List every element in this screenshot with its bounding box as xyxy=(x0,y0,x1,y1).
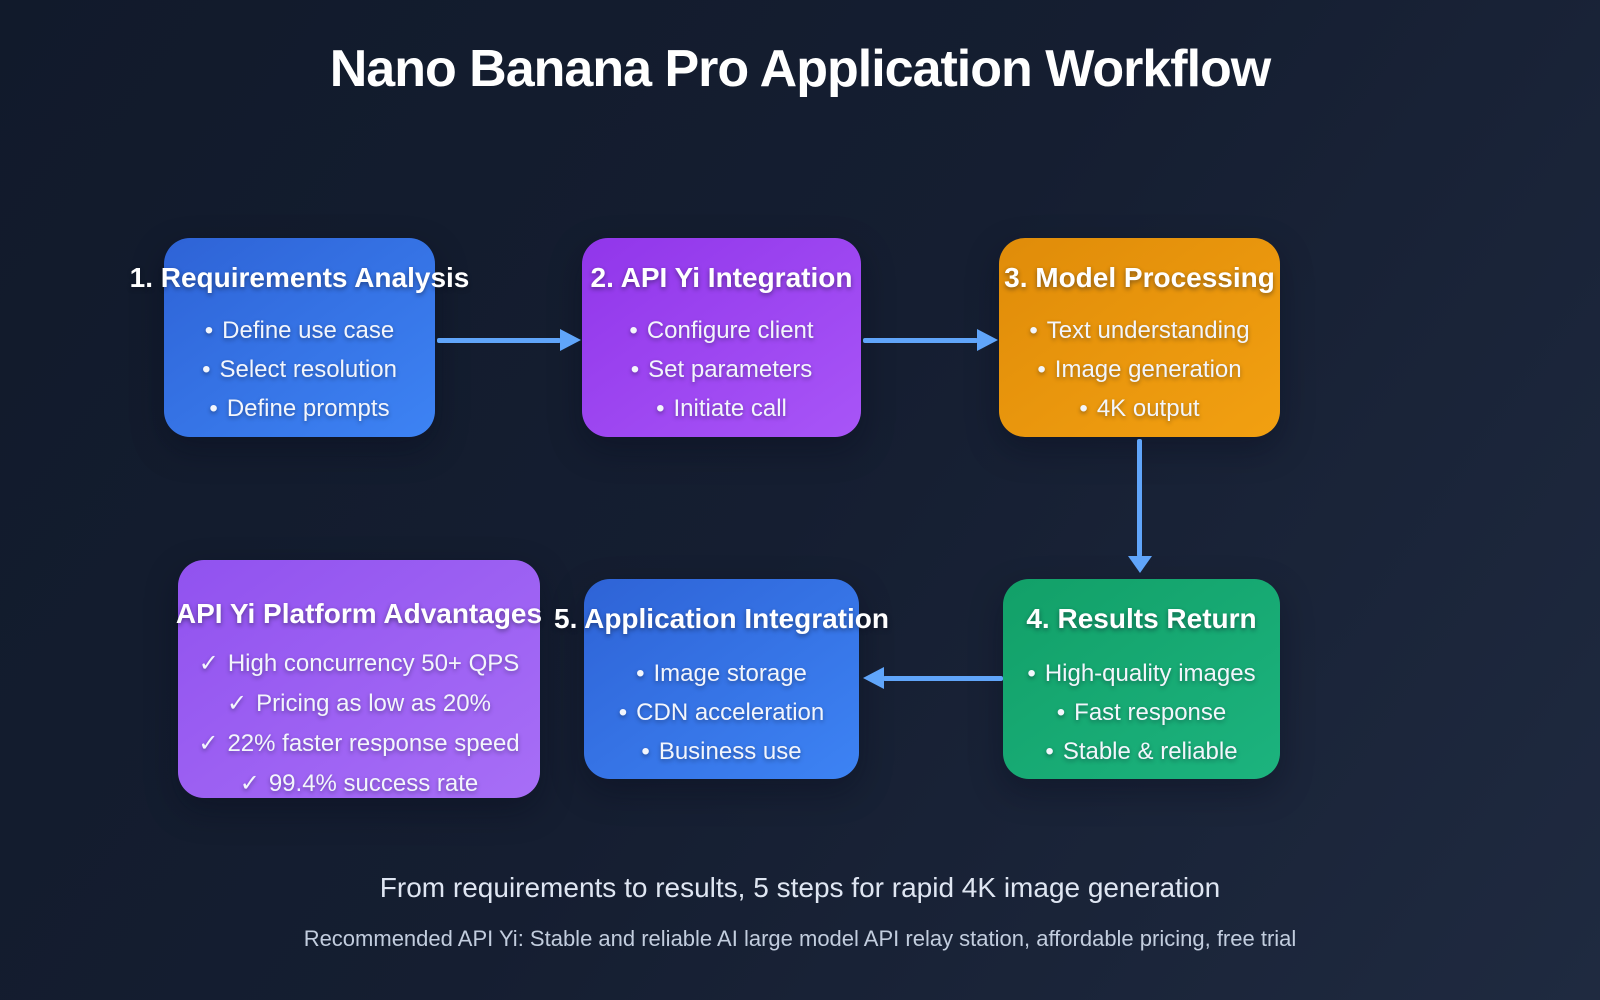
list-item-text: 22% faster response speed xyxy=(227,730,520,757)
list-item-text: High concurrency 50+ QPS xyxy=(227,650,520,677)
list-item-text: CDN acceleration xyxy=(636,699,825,726)
list-item-text: 4K output xyxy=(1096,395,1200,422)
list-item: • CDN acceleration xyxy=(584,693,859,732)
node-items: • High-quality images • Fast response • Sta… xyxy=(1003,654,1280,771)
list-item: ✓ High concurrency 50+ QPS xyxy=(178,644,540,684)
footer-recommendation: Recommended API Yi: Stable and reliable … xyxy=(303,926,1297,951)
node-items: ✓ High concurrency 50+ QPS ✓ Pricing as lo… xyxy=(178,644,540,804)
check-icon: ✓ xyxy=(198,650,219,677)
bullet-icon: • xyxy=(202,356,211,383)
node-results-return: 4. Results Return • High-quality images •… xyxy=(1003,579,1280,779)
arrowhead-right-icon xyxy=(977,329,998,351)
list-item: • Select resolution xyxy=(164,350,435,389)
bullet-icon: • xyxy=(1056,699,1066,726)
node-title-model-processing: 3. Model Processing xyxy=(1004,262,1275,293)
node-model-processing: 3. Model Processing •Text understanding … xyxy=(999,238,1280,437)
list-item: ✓ Pricing as low as 20% xyxy=(178,684,540,724)
bullet-icon: • xyxy=(629,317,638,344)
node-items: • Image storage • CDN acceleration • Busine… xyxy=(584,654,859,771)
arrow-shaft xyxy=(1137,439,1142,557)
bullet-icon: • xyxy=(656,395,665,422)
bullet-icon: • xyxy=(209,395,218,422)
node-items: •Define use case •Select resolution •Def… xyxy=(164,311,435,428)
bullet-icon: • xyxy=(1027,660,1036,687)
node-api-yi-integration: 2. API Yi Integration •Configure client … xyxy=(582,238,861,437)
list-item-text: Image storage xyxy=(653,660,807,687)
footer-summary: From requirements to results, 5 steps fo… xyxy=(379,872,1221,903)
node-title-application-integration: 5. Application Integration xyxy=(554,603,889,634)
list-item-text: Image generation xyxy=(1054,356,1242,383)
list-item: • Initiate call xyxy=(582,389,861,428)
bullet-icon: • xyxy=(641,738,650,765)
list-item: • Image generation xyxy=(999,350,1280,389)
node-items: •Configure client •Set parameters •Initi… xyxy=(582,311,861,428)
node-title-api-yi-integration: 2. API Yi Integration xyxy=(590,262,853,293)
check-icon: ✓ xyxy=(239,770,260,797)
list-item: • Define use case xyxy=(164,311,435,350)
list-item-text: High-quality images xyxy=(1044,660,1256,687)
arrow-shaft xyxy=(863,338,978,343)
list-item-text: Stable & reliable xyxy=(1062,738,1238,765)
list-item-text: Configure client xyxy=(646,317,814,344)
check-icon: ✓ xyxy=(198,730,219,757)
bullet-icon: • xyxy=(1029,317,1038,344)
list-item: ✓ 99.4% success rate xyxy=(178,764,540,804)
list-item-text: Business use xyxy=(658,738,802,765)
list-item: • Fast response xyxy=(1003,693,1280,732)
bullet-icon: • xyxy=(204,317,214,344)
list-item: • Configure client xyxy=(582,311,861,350)
arrow-shaft xyxy=(437,338,561,343)
node-platform-advantages: API Yi Platform Advantages ✓ High concurr… xyxy=(175,560,543,798)
list-item: • Image storage xyxy=(584,654,859,693)
list-item: ✓ 22% faster response speed xyxy=(178,724,540,764)
list-item: • Business use xyxy=(584,732,859,771)
bullet-icon: • xyxy=(630,356,640,383)
list-item-text: Set parameters xyxy=(648,356,813,383)
bullet-icon: • xyxy=(636,660,645,687)
list-item: • Define prompts xyxy=(164,389,435,428)
bullet-icon: • xyxy=(1037,356,1046,383)
node-items: •Text understanding •Image generation •4… xyxy=(999,311,1280,428)
arrowhead-left-icon xyxy=(863,667,884,689)
list-item: • High-quality images xyxy=(1003,654,1280,693)
list-item-text: Select resolution xyxy=(219,356,397,383)
page-title: Nano Banana Pro Application Workflow xyxy=(329,40,1272,98)
node-application-integration: 5. Application Integration • Image storag… xyxy=(554,579,889,779)
node-title-results-return: 4. Results Return xyxy=(1026,603,1257,634)
arrow-shaft xyxy=(883,676,1003,681)
list-item-text: Text understanding xyxy=(1046,317,1250,344)
list-item-text: Define prompts xyxy=(226,395,390,422)
bullet-icon: • xyxy=(1079,395,1088,422)
list-item-text: Initiate call xyxy=(673,395,787,422)
list-item-text: Fast response xyxy=(1074,699,1227,726)
node-title-requirements-analysis: 1. Requirements Analysis xyxy=(129,262,470,293)
bullet-icon: • xyxy=(1045,738,1054,765)
node-requirements-analysis: 1. Requirements Analysis • Define use cas… xyxy=(130,238,469,437)
list-item-text: 99.4% success rate xyxy=(268,770,479,797)
list-item: • Set parameters xyxy=(582,350,861,389)
list-item: • 4K output xyxy=(999,389,1280,428)
check-icon: ✓ xyxy=(227,690,248,717)
arrowhead-down-icon xyxy=(1128,556,1152,573)
list-item: • Text understanding xyxy=(999,311,1280,350)
list-item-text: Define use case xyxy=(222,317,395,344)
bullet-icon: • xyxy=(618,699,628,726)
node-title-platform-advantages: API Yi Platform Advantages xyxy=(175,598,543,629)
list-item: • Stable & reliable xyxy=(1003,732,1280,771)
arrowhead-right-icon xyxy=(560,329,581,351)
list-item-text: Pricing as low as 20% xyxy=(256,690,491,717)
